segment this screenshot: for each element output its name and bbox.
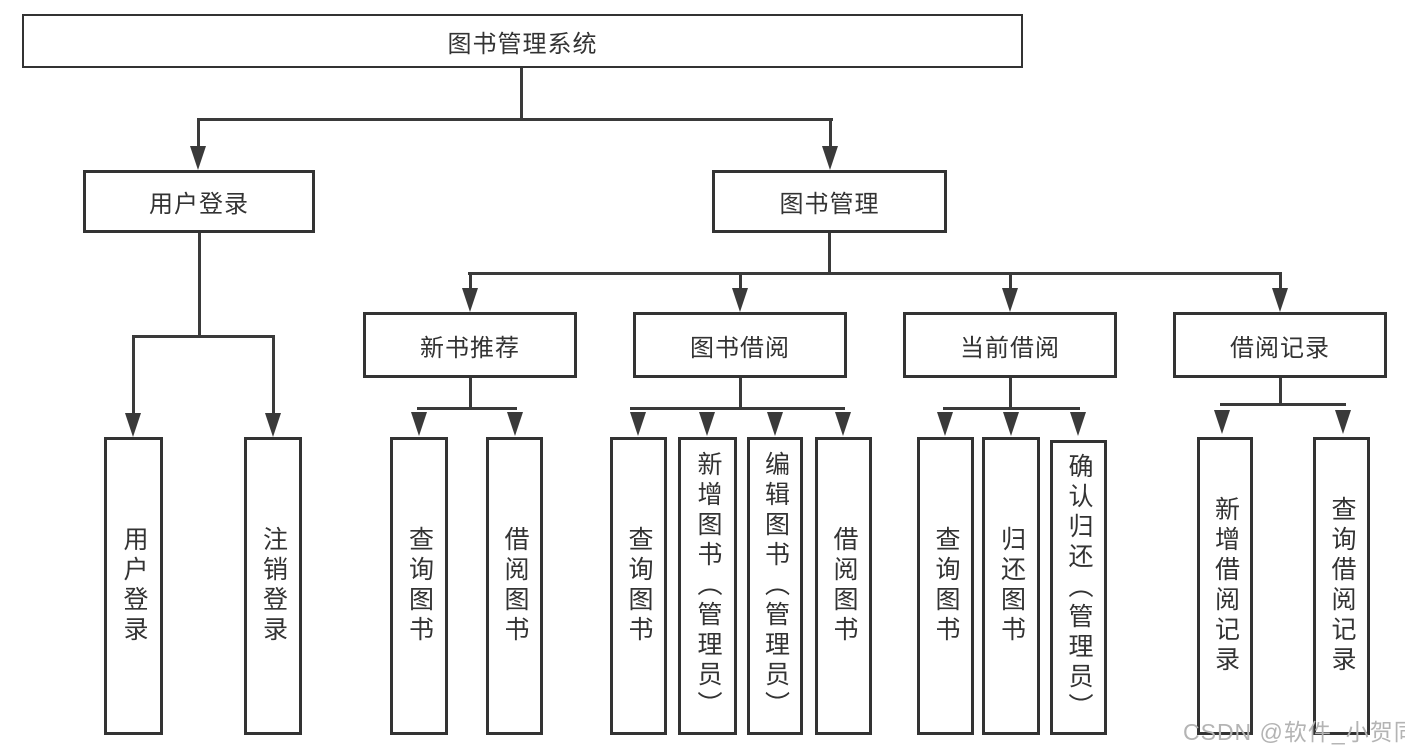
arrowhead-to-leaf-query-books-recommend xyxy=(411,412,427,436)
leaf-query-books-borrow: 查询图书 xyxy=(610,437,667,735)
arrowhead-to-current-borrow xyxy=(1002,288,1018,312)
arrowhead-to-book-borrow xyxy=(732,288,748,312)
connector-root-stem xyxy=(520,68,523,118)
node-label: 注销登录 xyxy=(259,526,288,646)
arrowhead-to-leaf-logout xyxy=(265,413,281,437)
leaf-add-books-admin: 新增图书（管理员） xyxy=(678,437,737,735)
arrowhead-to-leaf-query-books-current xyxy=(937,412,953,436)
node-label: 借阅图书 xyxy=(830,526,858,646)
node-label: 归还图书 xyxy=(997,526,1026,646)
csdn-watermark: CSDN @软件_小贺同学 xyxy=(1183,719,1405,745)
connector-mgmt-bar xyxy=(468,272,1282,275)
node-current-borrow: 当前借阅 xyxy=(903,312,1117,378)
node-book-borrow: 图书借阅 xyxy=(633,312,847,378)
leaf-borrow-books: 借阅图书 xyxy=(815,437,872,735)
arrowhead-to-user-login xyxy=(190,146,206,170)
node-new-book-recommend: 新书推荐 xyxy=(363,312,577,378)
arrowhead-to-new-book-recommend xyxy=(462,288,478,312)
leaf-edit-books-admin: 编辑图书（管理员） xyxy=(747,437,803,735)
connector-mgmt-drop-1 xyxy=(469,272,472,290)
arrowhead-to-leaf-borrow-books-recommend xyxy=(507,412,523,436)
arrowhead-to-leaf-return-books xyxy=(1003,412,1019,436)
node-label: 查询图书 xyxy=(625,526,653,646)
node-label: 图书管理 xyxy=(779,191,880,218)
node-label: 确认归还（管理员） xyxy=(1065,452,1093,723)
node-label: 借阅记录 xyxy=(1230,334,1330,362)
arrowhead-to-leaf-borrow-books xyxy=(835,412,851,436)
leaf-query-books-recommend: 查询图书 xyxy=(390,437,448,735)
leaf-logout: 注销登录 xyxy=(244,437,302,735)
connector-userlogin-right-drop xyxy=(272,335,275,415)
node-book-management: 图书管理 xyxy=(712,170,947,233)
connector-recommend-stem xyxy=(469,378,472,409)
node-user-login: 用户登录 xyxy=(83,170,315,233)
arrowhead-to-borrow-record xyxy=(1272,288,1288,312)
node-label: 借阅图书 xyxy=(501,526,529,646)
arrowhead-to-leaf-confirm-return xyxy=(1070,412,1086,436)
connector-current-bar xyxy=(943,407,1080,410)
node-root-system: 图书管理系统 xyxy=(22,14,1023,68)
arrowhead-to-leaf-user-login xyxy=(125,413,141,437)
node-label: 当前借阅 xyxy=(960,334,1060,362)
connector-root-right-drop xyxy=(829,118,832,148)
arrowhead-to-leaf-edit-books xyxy=(767,412,783,436)
node-label: 用户登录 xyxy=(120,526,148,646)
leaf-confirm-return-admin: 确认归还（管理员） xyxy=(1050,440,1107,735)
connector-mgmt-stem xyxy=(828,233,831,275)
connector-root-bar xyxy=(197,118,833,121)
node-label: 新书推荐 xyxy=(420,334,520,362)
arrowhead-to-leaf-add-borrow-record xyxy=(1214,410,1230,434)
arrowhead-to-book-management xyxy=(822,146,838,170)
leaf-return-books: 归还图书 xyxy=(982,437,1040,735)
node-label: 查询图书 xyxy=(405,526,434,646)
connector-userlogin-bar xyxy=(132,335,275,338)
connector-mgmt-drop-3 xyxy=(1009,272,1012,290)
node-label: 新增图书（管理员） xyxy=(694,451,722,721)
node-label: 查询图书 xyxy=(932,526,960,646)
connector-userlogin-stem xyxy=(198,233,201,335)
connector-root-left-drop xyxy=(197,118,200,148)
leaf-add-borrow-record: 新增借阅记录 xyxy=(1197,437,1253,735)
connector-borrow-bar xyxy=(630,407,845,410)
node-label: 图书借阅 xyxy=(690,334,790,362)
connector-current-stem xyxy=(1009,378,1012,409)
arrowhead-to-leaf-query-borrow-record xyxy=(1335,410,1351,434)
node-label: 查询借阅记录 xyxy=(1328,496,1356,676)
connector-record-bar xyxy=(1220,403,1346,406)
arrowhead-to-leaf-add-books xyxy=(699,412,715,436)
node-label: 编辑图书（管理员） xyxy=(761,451,790,721)
node-label: 用户登录 xyxy=(149,191,249,218)
connector-mgmt-drop-4 xyxy=(1279,272,1282,290)
connector-mgmt-drop-2 xyxy=(739,272,742,290)
connector-record-stem xyxy=(1279,378,1282,406)
connector-recommend-bar xyxy=(417,407,517,410)
node-borrow-record: 借阅记录 xyxy=(1173,312,1387,378)
node-label: 图书管理系统 xyxy=(447,30,598,58)
leaf-query-books-current: 查询图书 xyxy=(917,437,974,735)
leaf-borrow-books-recommend: 借阅图书 xyxy=(486,437,543,735)
leaf-query-borrow-record: 查询借阅记录 xyxy=(1313,437,1370,735)
arrowhead-to-leaf-query-books-borrow xyxy=(630,412,646,436)
connector-borrow-stem xyxy=(739,378,742,409)
node-label: 新增借阅记录 xyxy=(1211,496,1240,676)
leaf-user-login: 用户登录 xyxy=(104,437,163,735)
connector-userlogin-left-drop xyxy=(132,335,135,415)
